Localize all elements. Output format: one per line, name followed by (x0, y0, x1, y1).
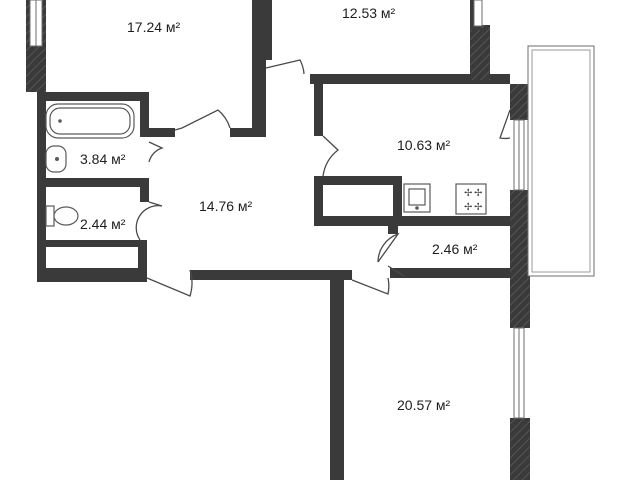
svg-text:✢: ✢ (474, 202, 482, 213)
balcony (527, 45, 595, 277)
room-storage-area: 2.46 м² (432, 241, 478, 257)
room-bedroom-top-right-area: 12.53 м² (342, 5, 396, 21)
fixtures: ✢ ✢ ✢ ✢ (45, 103, 487, 227)
room-kitchen-area: 10.63 м² (397, 137, 451, 153)
sink-icon (45, 145, 67, 173)
room-bathroom-area: 3.84 м² (80, 151, 126, 167)
toilet-icon (45, 205, 79, 227)
bathtub-icon (45, 103, 135, 139)
doors (135, 59, 511, 297)
windows (29, 0, 525, 419)
room-living-area: 20.57 м² (397, 397, 451, 413)
room-labels: 17.24 м² 12.53 м² 3.84 м² 2.44 м² 14.76 … (80, 5, 478, 413)
room-toilet-area: 2.44 м² (80, 216, 126, 232)
room-hallway-area: 14.76 м² (199, 198, 253, 214)
svg-text:✢: ✢ (474, 188, 482, 199)
stove-icon: ✢ ✢ ✢ ✢ (455, 183, 487, 215)
walls (26, 0, 530, 480)
kitchen-sink-icon (403, 183, 431, 213)
svg-text:✢: ✢ (464, 188, 472, 199)
svg-text:✢: ✢ (464, 202, 472, 213)
room-bedroom-top-left-area: 17.24 м² (127, 19, 181, 35)
